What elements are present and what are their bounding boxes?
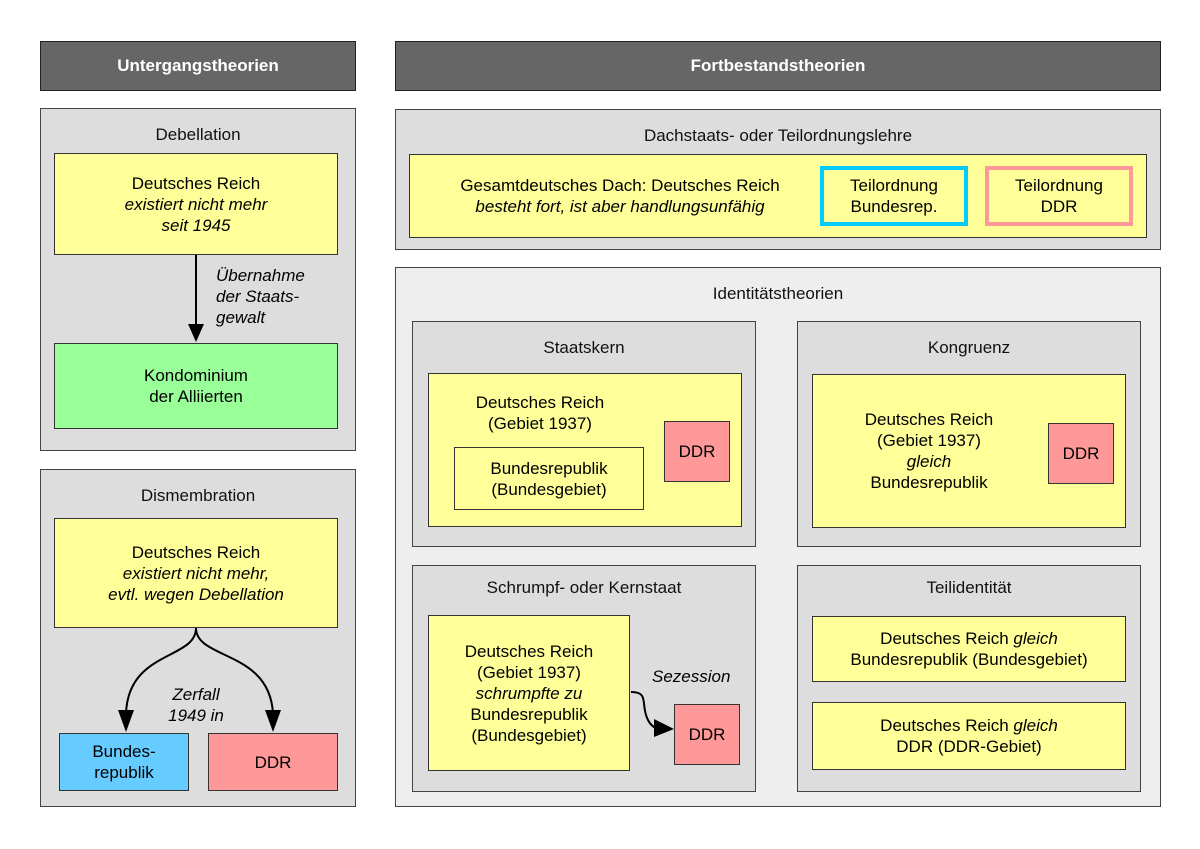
debellation-title: Debellation (155, 125, 241, 144)
reich-label: Deutsches Reich (475, 393, 605, 412)
brd-area: (Bundesgebiet) (491, 479, 607, 499)
ddr-box: DDR (208, 733, 338, 791)
arrow-label-line: Zerfall (172, 685, 220, 704)
reich-label: Deutsches Reich (131, 173, 261, 193)
arrowhead-icon (265, 710, 281, 732)
ddr-label: DDR (DDR-Gebiet) (896, 737, 1042, 756)
reich-date: seit 1945 (161, 215, 231, 235)
teilidentitaet-ddr-line1: Deutsches Reich gleich (880, 715, 1058, 736)
identitaet-title: Identitätstheorien (712, 284, 844, 303)
ddr-label: DDR (1062, 444, 1100, 463)
arrow-zerfall-ddr (195, 627, 281, 732)
teilordnung-brd-label: Bundesrep. (850, 197, 938, 216)
brd-box: Bundes- republik (59, 733, 189, 791)
arrow-uebernahme (188, 255, 204, 342)
dismembration-arrow-label: Zerfall 1949 in (146, 684, 246, 726)
staatskern-title: Staatskern (543, 338, 625, 357)
teilordnung-label: Teilordnung (1015, 176, 1103, 195)
ddr-label: DDR (254, 752, 292, 772)
reich-label: Deutsches Reich (880, 629, 1014, 648)
teilidentitaet-brd-line1: Deutsches Reich gleich (880, 628, 1058, 649)
arrowhead-icon (118, 710, 134, 732)
ddr-label: DDR (678, 442, 716, 461)
dach-text: Gesamtdeutsches Dach: Deutsches Reich be… (420, 175, 820, 217)
sezession-label: Sezession (652, 667, 731, 686)
reich-label: Deutsches Reich (880, 716, 1014, 735)
relation-label: schrumpfte zu (475, 683, 583, 703)
debellation-arrow-label: Übernahme der Staats- gewalt (216, 265, 346, 328)
kongruenz-ddr-box: DDR (1048, 423, 1114, 484)
reich-reason: evtl. wegen Debellation (108, 584, 284, 604)
dach-line1: Gesamtdeutsches Dach: Deutsches Reich (460, 176, 780, 195)
reich-label: Deutsches Reich (464, 641, 594, 661)
reich-area: (Gebiet 1937) (877, 431, 981, 450)
arrow-label-line: der Staats- (216, 287, 300, 306)
dismembration-reich-box: Deutsches Reich existiert nicht mehr, ev… (54, 518, 338, 628)
reich-status: existiert nicht mehr, (122, 563, 270, 583)
reich-area: (Gebiet 1937) (477, 662, 581, 682)
relation-label: gleich (1013, 716, 1058, 735)
staatskern-reich-text: Deutsches Reich (Gebiet 1937) (429, 392, 651, 434)
teilidentitaet-ddr-box: Deutsches Reich gleich DDR (DDR-Gebiet) (812, 702, 1126, 770)
teilordnung-ddr-label: DDR (1040, 197, 1078, 216)
dach-line2: besteht fort, ist aber handlungsunfähig (475, 197, 765, 216)
ddr-label: DDR (688, 725, 726, 744)
arrow-label-line: Übernahme (216, 266, 305, 285)
brd-area: (Bundesgebiet) (471, 725, 587, 745)
reich-label: Deutsches Reich (864, 410, 994, 429)
teilordnung-brd-box: Teilordnung Bundesrep. (820, 166, 968, 226)
arrow-sezession (630, 691, 674, 737)
kondominium-label: Kondominium (144, 366, 248, 385)
brd-label: Bundesrepublik (870, 473, 988, 492)
teilordnung-label: Teilordnung (850, 176, 938, 195)
staatskern-brd-box: Bundesrepublik (Bundesgebiet) (454, 447, 644, 510)
kondominium-label-2: der Alliierten (149, 387, 243, 406)
teilordnung-ddr-box: Teilordnung DDR (985, 166, 1133, 226)
kondominium-box: Kondominium der Alliierten (54, 343, 338, 429)
debellation-reich-box: Deutsches Reich existiert nicht mehr sei… (54, 153, 338, 255)
kongruenz-reich-text: Deutsches Reich (Gebiet 1937) gleich Bun… (813, 409, 1045, 493)
reich-label: Deutsches Reich (131, 542, 261, 562)
kongruenz-title: Kongruenz (927, 338, 1011, 357)
brd-label: Bundesrepublik (490, 458, 608, 478)
brd-label: Bundes- (92, 742, 156, 761)
teilidentitaet-brd-box: Deutsches Reich gleich Bundesrepublik (B… (812, 616, 1126, 682)
arrowhead-icon (654, 719, 674, 737)
arrow-zerfall-brd (118, 627, 197, 732)
teilidentitaet-title: Teilidentität (926, 578, 1012, 597)
staatskern-ddr-box: DDR (664, 421, 730, 482)
dachstaat-title: Dachstaats- oder Teilordnungslehre (643, 126, 913, 145)
header-untergangstheorien: Untergangstheorien (40, 41, 356, 91)
brd-label: Bundesrepublik (Bundesgebiet) (850, 650, 1088, 669)
header-fortbestandstheorien: Fortbestandstheorien (395, 41, 1161, 91)
relation-label: gleich (1013, 629, 1058, 648)
arrow-label-line: gewalt (216, 308, 266, 327)
brd-label: Bundesrepublik (470, 704, 588, 724)
arrowhead-icon (188, 324, 204, 342)
reich-status: existiert nicht mehr (124, 194, 268, 214)
brd-label-2: republik (94, 763, 154, 782)
schrumpf-title: Schrumpf- oder Kernstaat (486, 578, 682, 597)
dismembration-title: Dismembration (140, 486, 256, 505)
schrumpf-ddr-box: DDR (674, 704, 740, 765)
reich-area: (Gebiet 1937) (488, 414, 592, 433)
schrumpf-reich-box: Deutsches Reich (Gebiet 1937) schrumpfte… (428, 615, 630, 771)
arrow-label-line: 1949 in (168, 706, 224, 725)
relation-label: gleich (906, 452, 952, 471)
